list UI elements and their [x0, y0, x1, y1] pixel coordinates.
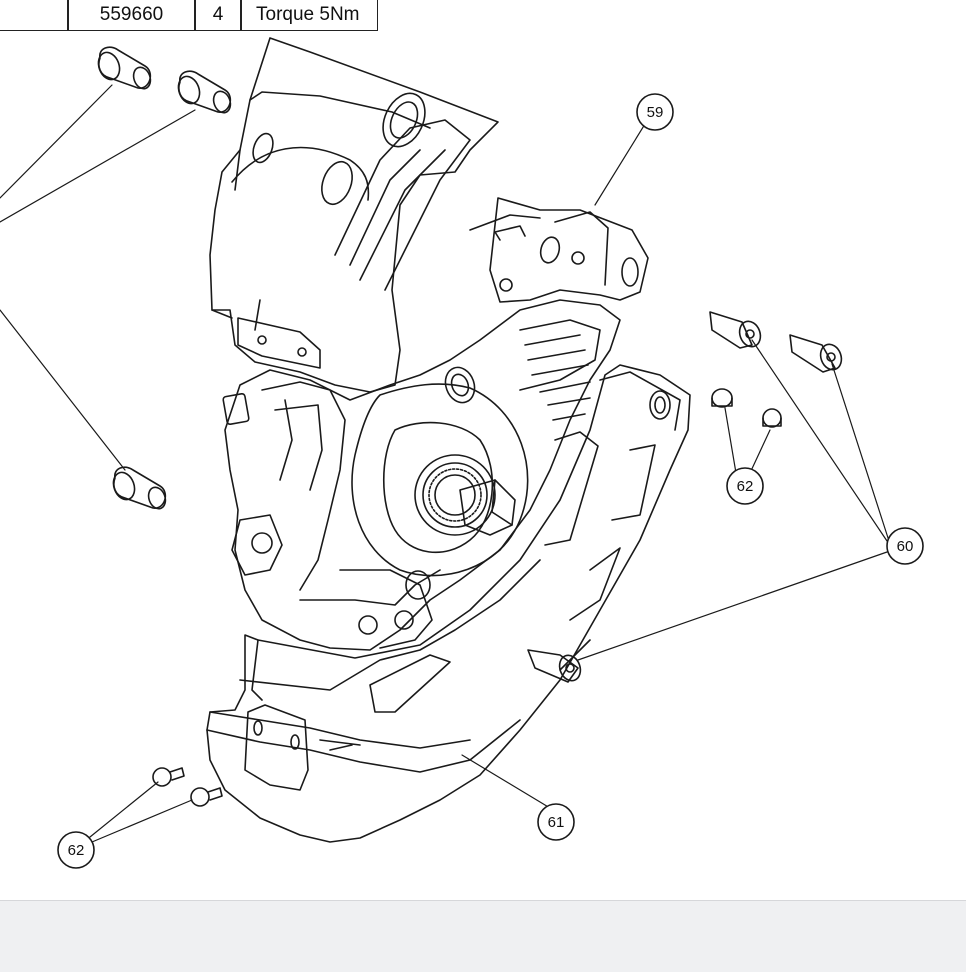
screw-part-60-c: [527, 649, 582, 683]
motor-housing: [222, 299, 621, 651]
quantity-cell: 4: [195, 0, 241, 31]
shoulder-bolt-upper-2: [177, 70, 232, 114]
svg-text:62: 62: [68, 842, 85, 859]
exploded-motor-drawing: 59 60 61 62 62: [0, 37, 924, 869]
skid-plate-part-61: [206, 364, 691, 843]
note-cell: Torque 5Nm: [241, 0, 378, 31]
viewer-footer-bar: [0, 900, 966, 972]
shoulder-bolt-upper-1: [97, 46, 152, 90]
callout-60: 60: [886, 527, 924, 565]
screw-part-62-right-a: [711, 388, 733, 408]
bracket-part-59: [469, 197, 649, 303]
svg-text:62: 62: [737, 478, 754, 495]
callout-61: 61: [537, 803, 575, 841]
callout-59: 59: [636, 93, 674, 131]
part-number-cell: 559660: [68, 0, 195, 31]
parts-table-row: 559660 4 Torque 5Nm: [0, 0, 378, 31]
leader-lines: [0, 84, 890, 843]
table-cell-blank: [0, 0, 68, 31]
callout-62-right: 62: [726, 467, 764, 505]
screw-part-60-a: [709, 311, 762, 349]
screw-part-60-b: [789, 334, 843, 373]
upper-bracket: [209, 37, 499, 393]
svg-text:59: 59: [647, 104, 664, 121]
shoulder-bolt-left: [112, 466, 167, 510]
callout-62-bottom: 62: [57, 831, 95, 869]
svg-text:60: 60: [897, 538, 914, 555]
screw-part-62-right-b: [762, 408, 782, 428]
screw-part-62-bottom-a: [152, 767, 185, 787]
screw-part-62-bottom-b: [190, 787, 223, 807]
document-page: 559660 4 Torque 5Nm: [0, 0, 924, 869]
svg-text:61: 61: [548, 814, 565, 831]
